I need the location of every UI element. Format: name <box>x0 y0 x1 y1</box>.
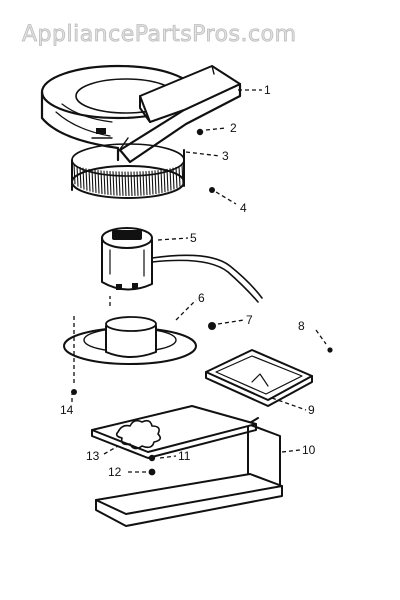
screw-part-14 <box>71 389 77 395</box>
wheel-blade <box>130 171 133 196</box>
callout-6: 6 <box>198 291 205 305</box>
callout-5: 5 <box>190 231 197 245</box>
wheel-blade <box>133 171 136 196</box>
wheel-blade <box>136 171 139 196</box>
wheel-blade <box>94 169 97 193</box>
wheel-blade <box>109 171 112 196</box>
motor-mount-plate <box>63 316 197 365</box>
wheel-blade <box>97 170 100 194</box>
wheel-blade <box>151 170 154 195</box>
wheel-blade <box>127 171 130 197</box>
wheel-blade <box>73 164 76 185</box>
callout-8: 8 <box>298 319 305 333</box>
wheel-blade <box>142 171 145 196</box>
wheel-blade <box>154 170 157 195</box>
wheel-blade <box>175 166 178 189</box>
wheel-blade <box>169 168 172 191</box>
wheel-blade <box>160 169 163 193</box>
callout-9: 9 <box>308 403 315 417</box>
blower-wheel <box>71 137 185 199</box>
screw-part-2 <box>196 128 204 136</box>
callout-7: 7 <box>246 313 253 327</box>
wheel-blade <box>139 171 142 196</box>
wheel-blade <box>88 168 91 192</box>
nut-part-4 <box>209 187 215 193</box>
wheel-blade <box>82 167 85 190</box>
callout-14: 14 <box>60 403 74 417</box>
screw-part-12 <box>148 468 156 476</box>
wheel-blade <box>166 168 169 192</box>
wheel-blade <box>124 171 127 196</box>
wheel-blade <box>100 170 103 195</box>
wheel-blade <box>145 171 148 196</box>
wheel-blade <box>118 171 121 196</box>
watermark-text: AppliancePartsPros.com <box>22 22 297 47</box>
blower-housing <box>40 64 242 164</box>
wheel-blade <box>172 167 175 190</box>
wheel-blade <box>76 165 79 187</box>
callout-11: 11 <box>178 449 191 463</box>
wheel-blade <box>112 171 115 196</box>
wheel-blade <box>115 171 118 196</box>
screw-part-11 <box>148 454 156 462</box>
callout-3: 3 <box>222 149 229 163</box>
wheel-blade <box>181 164 184 185</box>
callout-2: 2 <box>230 121 237 135</box>
wheel-blade <box>163 169 166 193</box>
wheel-blade <box>178 165 181 187</box>
wheel-blade <box>148 170 151 195</box>
mounting-bracket <box>95 417 283 527</box>
wheel-blade <box>79 166 82 189</box>
leader-lines <box>71 89 327 473</box>
wheel-blade <box>157 170 160 194</box>
callout-10: 10 <box>302 443 316 457</box>
grease-tray <box>205 349 313 407</box>
wheel-blade <box>91 169 94 193</box>
wheel-blade <box>103 170 106 195</box>
base-plate <box>91 405 257 459</box>
callout-1: 1 <box>264 83 271 97</box>
screw-part-7 <box>208 322 216 330</box>
callout-12: 12 <box>108 465 122 479</box>
wheel-blade <box>106 170 109 195</box>
callout-labels: 1 2 3 4 5 6 7 8 9 10 11 12 13 14 <box>60 83 316 479</box>
wheel-blade <box>85 168 88 191</box>
callout-13: 13 <box>86 449 100 463</box>
wheel-blade <box>121 171 124 196</box>
callout-4: 4 <box>240 201 247 215</box>
motor <box>101 227 263 303</box>
screw-part-8 <box>327 347 333 353</box>
